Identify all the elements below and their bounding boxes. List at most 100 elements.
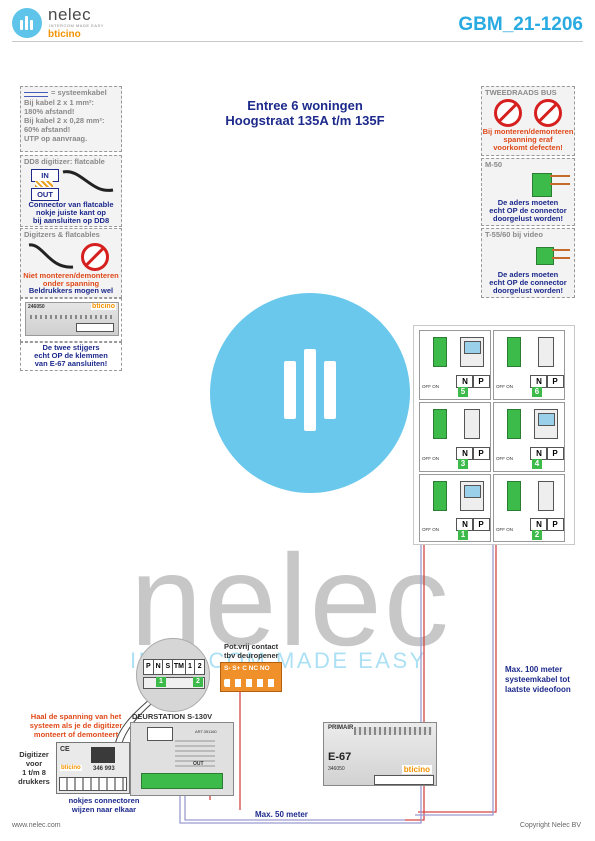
cable-legend-line: Bij kabel 2 x 0,28 mm²:	[24, 116, 105, 125]
terminal-label: S	[163, 660, 174, 674]
module-note: echt OP de klemmen	[34, 351, 108, 360]
audiophone-icon	[538, 481, 554, 511]
module-note: van E-67 aansluiten!	[34, 359, 108, 368]
cable-legend-line: Bij kabel 2 x 1 mm²:	[24, 98, 95, 107]
apartment-unit[interactable]: OFF ON N P 2	[493, 474, 565, 542]
off-on-switch[interactable]: OFF ON	[496, 527, 513, 532]
tweedraads-bus-box: TWEEDRAADS BUS Bij monteren/demonteren s…	[481, 86, 575, 156]
terminal-label: 1	[186, 660, 196, 674]
door-station-title: DEURSTATION S-130V	[132, 712, 213, 721]
m50-title: M-50	[485, 160, 503, 169]
terminal-connector	[507, 337, 521, 367]
p-terminal: P	[472, 447, 490, 460]
module-code: 246050	[28, 304, 45, 310]
digitizer-label: 1 t/m 8	[22, 768, 46, 777]
off-on-switch[interactable]: OFF ON	[422, 527, 439, 532]
p-terminal: P	[472, 518, 490, 531]
green-connector-icon	[536, 247, 554, 265]
relay-screws	[224, 679, 278, 687]
apartment-unit[interactable]: OFF ON N P 5	[419, 330, 491, 400]
terminal-number: 2	[193, 677, 203, 687]
dd8-note: bij aansluiten op DD8	[32, 216, 110, 225]
t55-box: T-55/60 bij video De aders moeten echt O…	[481, 228, 575, 298]
digitizer-label: drukkers	[18, 777, 50, 786]
connector-cable-icon	[62, 170, 114, 192]
apartment-number: 1	[458, 530, 468, 540]
apartment-number: 2	[532, 530, 542, 540]
off-on-switch[interactable]: OFF ON	[496, 384, 513, 389]
nelec-logo-icon	[12, 8, 42, 38]
watermark-logo	[210, 293, 410, 493]
tweedraads-note: Bij monteren/demonteren	[482, 127, 574, 136]
header-divider	[12, 41, 583, 42]
flatcable-icon	[28, 243, 74, 269]
relay-title: tbv deuropener	[224, 651, 279, 660]
videophone-icon	[534, 409, 558, 439]
cable-legend-line: 60% afstand!	[24, 125, 71, 134]
door-station-code: ART.351160	[195, 729, 217, 734]
out-label: OUT	[31, 188, 59, 201]
digitizer-warning: systeem als je de digitizer	[29, 721, 123, 730]
off-on-switch[interactable]: OFF ON	[422, 456, 439, 461]
m50-box: M-50 De aders moeten echt OP de connecto…	[481, 158, 575, 226]
tweedraads-title: TWEEDRAADS BUS	[485, 88, 557, 97]
brand-logo-text: nelec	[48, 5, 92, 24]
apartment-unit[interactable]: OFF ON N P 6	[493, 330, 565, 400]
max-100-label: Max. 100 meter	[505, 665, 563, 674]
no-voltage-icon	[81, 243, 109, 271]
digitizer-label: voor	[25, 759, 43, 768]
footer-copyright: Copyright Nelec BV	[519, 822, 581, 829]
relay-contact: S- S+ C NC NO	[220, 662, 282, 692]
dd8-box-title: DD8 digitizer: flatcable	[24, 157, 105, 166]
digitizers-warning: Niet monteren/demonteren	[23, 271, 119, 280]
off-on-switch[interactable]: OFF ON	[496, 456, 513, 461]
relay-title: Pot.vrij contact	[224, 642, 279, 651]
digitizer-brand: bticino	[60, 765, 82, 771]
module-note: De twee stijgers	[42, 343, 100, 352]
t55-title: T-55/60 bij video	[485, 230, 543, 239]
module-brand: bticino	[91, 303, 116, 310]
footer-website[interactable]: www.nelec.com	[12, 822, 61, 829]
e67-terminals	[374, 775, 434, 785]
apartment-unit[interactable]: OFF ON N P 1	[419, 474, 491, 542]
flatcable-connector	[91, 747, 115, 763]
digitizer-terminals	[59, 777, 127, 791]
digitizers-info-box: Digitzers & flatcables Niet monteren/dem…	[20, 228, 122, 298]
terminal-labels: P N S TM 1 2	[143, 659, 205, 675]
terminal-connector	[433, 409, 447, 439]
m50-note: echt OP de connector	[489, 206, 567, 215]
m50-note: doorgelust worden!	[493, 214, 563, 223]
door-station-terminals	[141, 773, 223, 789]
flatcable-icon	[35, 181, 53, 187]
page-subtitle: Hoogstraat 135A t/m 135F	[225, 113, 385, 128]
e67-brand: bticino	[401, 765, 432, 774]
p-terminal: P	[546, 375, 564, 388]
t55-note: echt OP de connector	[489, 278, 567, 287]
p-terminal: P	[546, 447, 564, 460]
terminal-connector	[507, 481, 521, 511]
no-plug-icon	[494, 99, 522, 127]
p-terminal: P	[546, 518, 564, 531]
digitizer-connector-note: wijzen naar elkaar	[71, 805, 137, 814]
terminal-connector	[507, 409, 521, 439]
out-label: OUT	[193, 761, 204, 767]
cable-legend-label: = systeemkabel	[51, 88, 107, 97]
audiophone-icon	[464, 409, 480, 439]
off-on-switch[interactable]: OFF ON	[422, 384, 439, 389]
apartment-unit[interactable]: OFF ON N P 4	[493, 402, 565, 472]
t55-note: doorgelust worden!	[493, 286, 563, 295]
apartment-unit[interactable]: OFF ON N P 3	[419, 402, 491, 472]
speaker-grille	[175, 737, 215, 767]
e67-power-supply: PRIMAIR E-67 346050 bticino	[323, 722, 437, 786]
apartment-number: 4	[532, 459, 542, 469]
audiophone-icon	[538, 337, 554, 367]
cable-legend-line: UTP op aanvraag.	[24, 134, 88, 143]
digitizer-code: 346 993	[93, 766, 115, 772]
terminal-label: TM	[173, 660, 186, 674]
max-100-label: laatste videofoon	[505, 685, 571, 694]
terminal-number: 1	[156, 677, 166, 687]
apartment-number: 5	[458, 387, 468, 397]
dd8-info-box: DD8 digitizer: flatcable IN OUT Connecto…	[20, 155, 122, 227]
terminal-connector	[433, 481, 447, 511]
dd8-note: Connector van flatcable	[28, 200, 114, 209]
